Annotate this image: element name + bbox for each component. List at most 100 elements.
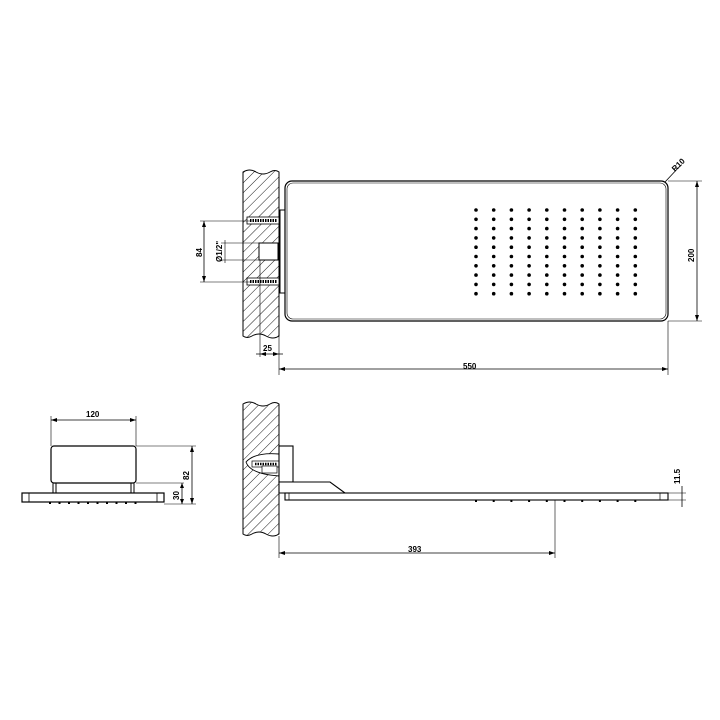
nozzle-dot — [562, 208, 567, 212]
nozzle-dot — [562, 282, 567, 287]
nozzle-dot — [509, 282, 514, 287]
nozzle-dot — [598, 254, 602, 259]
nozzle-dot — [615, 226, 620, 231]
nozzle-dot — [527, 273, 531, 277]
nozzle-dot — [545, 264, 549, 268]
nozzle-dot — [509, 236, 514, 240]
nozzle-tip — [106, 502, 108, 504]
nozzle-dot — [527, 291, 531, 296]
nozzle-tip — [77, 502, 80, 504]
nozzle-dot — [491, 208, 496, 212]
nozzle-dot — [598, 291, 602, 296]
nozzle-dot — [598, 273, 602, 277]
top-view: R10 200 84 Ø1/2" 25 550 — [195, 156, 702, 375]
nozzle-dot — [474, 264, 478, 268]
nozzle-dot — [491, 264, 496, 268]
projection-label: 393 — [408, 545, 422, 554]
nozzle-dot — [545, 226, 549, 231]
nozzle-dot — [598, 226, 602, 231]
nozzle-dot — [598, 236, 602, 240]
nozzle-tip — [598, 500, 601, 502]
nozzle-dot — [562, 291, 567, 296]
nozzle-dot — [509, 264, 514, 268]
nozzle-dot — [545, 236, 549, 240]
front-view: 120 82 30 — [21, 410, 196, 505]
thread-label: Ø1/2" — [215, 241, 224, 262]
shower-arm — [278, 481, 347, 494]
nozzle-dot — [580, 291, 584, 296]
nozzle-dot — [509, 208, 514, 212]
nozzle-dot — [527, 282, 531, 287]
nozzle-dot — [633, 226, 638, 231]
head-height-label: 30 — [172, 491, 181, 500]
nozzle-dot — [562, 226, 567, 231]
screw-spacing-label: 84 — [195, 248, 204, 257]
nozzle-tip — [49, 502, 51, 504]
nozzle-dot — [491, 273, 496, 277]
nozzle-dot — [491, 254, 496, 259]
nozzle-dot — [562, 245, 567, 249]
width-dim-label: 200 — [687, 248, 696, 262]
nozzle-dot — [491, 291, 496, 296]
front-nozzles — [49, 502, 137, 504]
nozzle-dot — [580, 273, 584, 277]
nozzle-dot — [598, 208, 602, 212]
nozzle-tip — [68, 502, 70, 504]
nozzle-dot — [580, 245, 584, 249]
nozzle-dot — [633, 208, 638, 212]
nozzle-dot — [527, 236, 531, 240]
nozzle-tip — [545, 500, 548, 502]
nozzle-dot — [545, 282, 549, 287]
shower-plate-top — [284, 180, 669, 322]
nozzle-dot — [527, 245, 531, 249]
nozzle-dot — [509, 291, 514, 296]
body-width-label: 120 — [86, 410, 100, 419]
nozzle-dot — [527, 254, 531, 259]
side-view: 11.5 393 — [242, 401, 686, 558]
nozzle-dot — [633, 273, 638, 277]
nozzle-dot — [580, 217, 584, 222]
nozzle-tip — [563, 500, 566, 502]
nozzle-dot — [615, 236, 620, 240]
nozzle-dot — [615, 217, 620, 222]
screw-anchor-upper — [246, 216, 280, 225]
nozzle-dot — [615, 291, 620, 296]
nozzle-tip — [634, 500, 637, 502]
nozzle-dot — [580, 236, 584, 240]
nozzle-dot — [474, 282, 478, 287]
nozzle-dot — [474, 217, 478, 222]
nozzle-dot — [615, 208, 620, 212]
side-nozzles — [475, 500, 637, 502]
nozzle-tip — [492, 500, 495, 502]
nozzle-dot — [474, 245, 478, 249]
nozzle-dot — [474, 226, 478, 231]
length-dim-label: 550 — [463, 362, 477, 371]
nozzle-dot — [474, 236, 478, 240]
nozzle-dot — [615, 264, 620, 268]
total-height-label: 82 — [182, 471, 191, 480]
nozzle-tip — [125, 502, 127, 504]
nozzle-dot — [474, 291, 478, 296]
nozzle-dot — [545, 208, 549, 212]
nozzle-dot — [633, 291, 638, 296]
nozzle-tip — [510, 500, 513, 502]
nozzle-dot — [509, 226, 514, 231]
shower-plate-front — [21, 492, 165, 503]
nozzle-dot — [491, 282, 496, 287]
nozzle-dot — [509, 245, 514, 249]
nozzle-dot — [562, 273, 567, 277]
nozzle-dot — [633, 245, 638, 249]
nozzle-dot — [562, 264, 567, 268]
nozzle-dot — [580, 264, 584, 268]
nozzle-dot — [562, 236, 567, 240]
nozzle-dot — [474, 254, 478, 259]
nozzle-tip — [96, 502, 99, 504]
nozzle-dot — [545, 217, 549, 222]
nozzle-dot — [527, 208, 531, 212]
nozzle-dot — [615, 254, 620, 259]
nozzle-tip — [528, 500, 531, 502]
nozzle-dot — [633, 217, 638, 222]
nozzle-dot — [527, 264, 531, 268]
plate-thickness-label: 11.5 — [673, 468, 682, 484]
nozzle-dot — [598, 264, 602, 268]
